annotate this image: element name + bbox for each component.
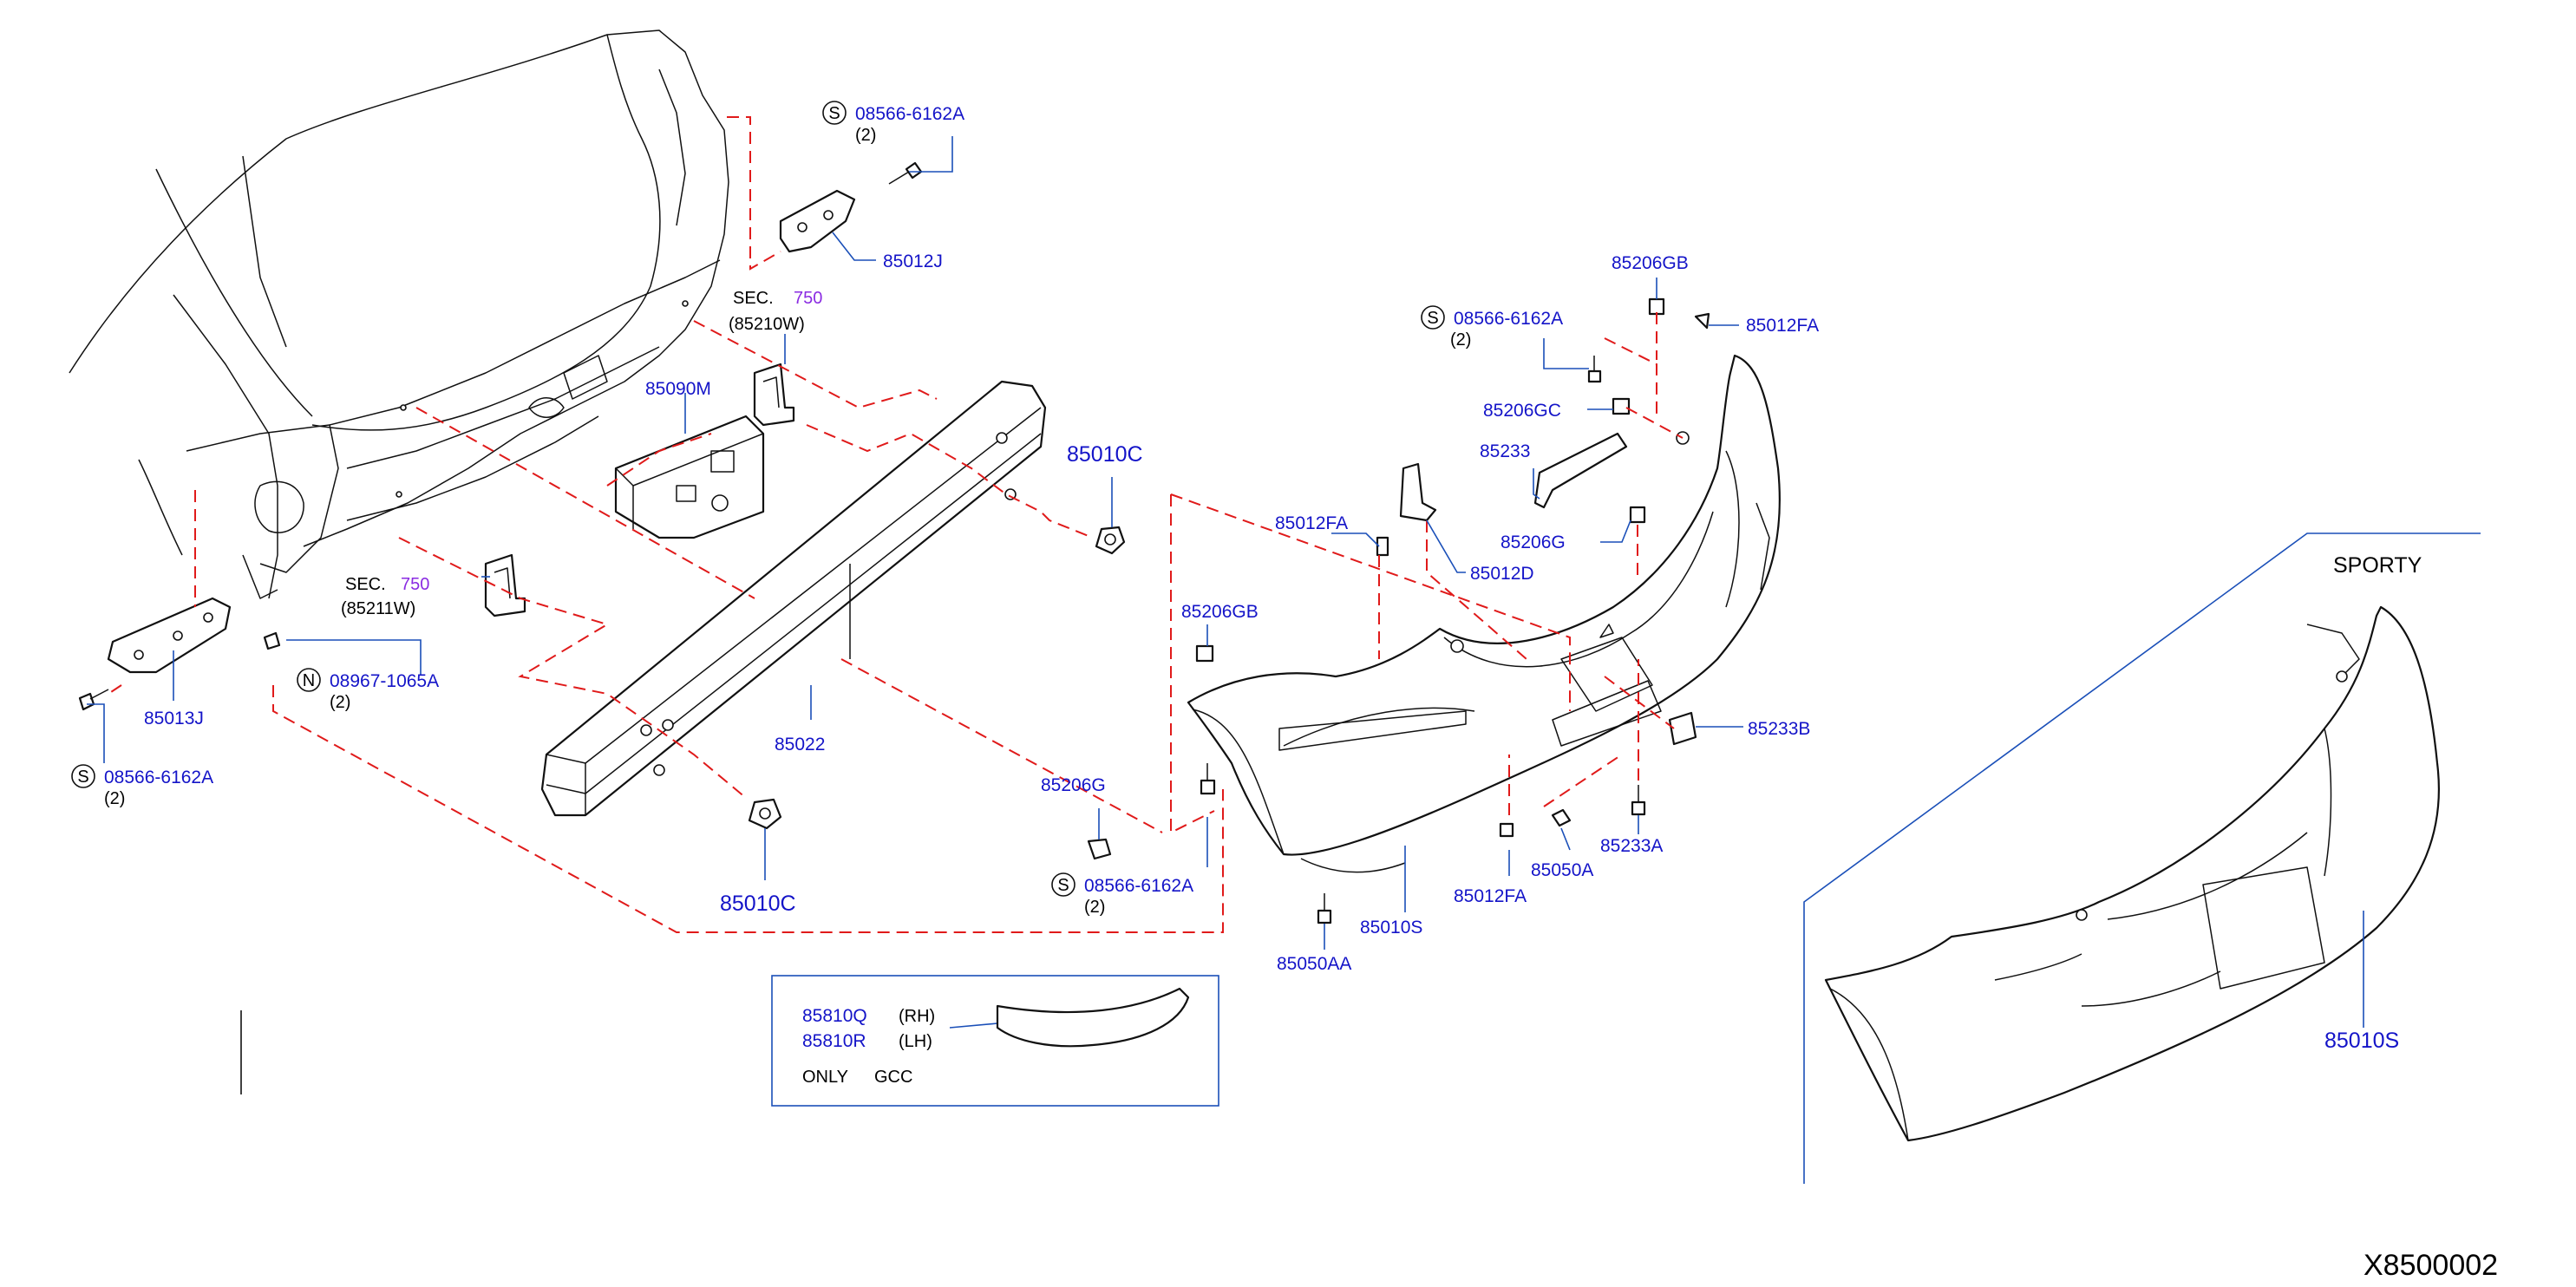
callout-85010c-bottom[interactable]: 85010C (720, 892, 796, 916)
lh-part-number[interactable]: 85810R (802, 1031, 866, 1051)
part-number: 85233B (1748, 719, 1810, 739)
part-number: 85050A (1531, 860, 1593, 880)
callout-85012fa-lower[interactable]: 85012FA (1454, 886, 1527, 906)
part-number: 85012J (883, 252, 943, 271)
callout-symbol: N (303, 671, 315, 690)
assembly-dashed-lines (108, 116, 1684, 933)
rear-body-shell (69, 29, 729, 599)
callout-85090m[interactable]: 85090M (645, 379, 711, 399)
bracket-85210w (753, 363, 795, 427)
quantity: (2) (1450, 330, 1471, 350)
callout-85206g-left[interactable]: 85206G (1041, 775, 1106, 795)
callout-85022[interactable]: 85022 (775, 735, 825, 755)
part-number: 85206GC (1483, 401, 1561, 421)
part-number: 85206G (1500, 532, 1566, 552)
callout-85206gb-left[interactable]: 85206GB (1181, 602, 1259, 622)
part-number: 85206GB (1612, 253, 1689, 273)
quantity: (2) (104, 789, 125, 808)
section-label: SEC. (345, 575, 386, 594)
part-number: 85233A (1600, 836, 1663, 856)
section-label: SEC. (733, 289, 774, 308)
callout-85206gb-right[interactable]: 85206GB (1612, 253, 1689, 273)
garnish-strip (996, 987, 1190, 1048)
part-number: 85012FA (1454, 886, 1527, 906)
callout-08566-6162a-left[interactable]: S 08566-6162A (2) (71, 764, 213, 808)
part-number: 85012FA (1275, 513, 1348, 533)
callout-85010s[interactable]: 85010S (1360, 918, 1422, 937)
part-number: 85012D (1470, 564, 1534, 584)
callout-85012fa-upper[interactable]: 85012FA (1275, 513, 1348, 533)
sporty-bumper-fascia (1824, 605, 2441, 1142)
part-number: 08967-1065A (330, 671, 439, 691)
callout-sec750-85210w[interactable]: SEC. 750 (85210W) (729, 289, 822, 334)
diagram-code: X8500002 (2364, 1249, 2498, 1282)
callout-symbol: S (828, 104, 840, 123)
side-bracket-85012j (779, 189, 856, 253)
callout-85013j[interactable]: 85013J (144, 709, 204, 728)
part-number: 85010S (1360, 918, 1422, 937)
callout-85233b[interactable]: 85233B (1748, 719, 1810, 739)
part-number: 08566-6162A (855, 104, 964, 124)
callout-symbol: S (1427, 309, 1438, 328)
rh-part-number[interactable]: 85810Q (802, 1006, 867, 1026)
part-number: 08566-6162A (1084, 876, 1193, 896)
callout-symbol: S (77, 768, 88, 787)
callout-85233a[interactable]: 85233A (1600, 836, 1663, 856)
part-number: 85010C (720, 892, 796, 916)
part-number: 85206G (1041, 775, 1106, 795)
quantity: (2) (1084, 898, 1105, 917)
callout-85012fa-right[interactable]: 85012FA (1746, 316, 1819, 336)
bumper-reinforcement (540, 380, 1047, 817)
callout-85206g-right[interactable]: 85206G (1500, 532, 1566, 552)
sporty-section-divider (1803, 532, 2481, 1184)
callout-85050a[interactable]: 85050A (1531, 860, 1593, 880)
part-number: 85010S (2324, 1029, 2399, 1053)
callout-85050aa[interactable]: 85050AA (1277, 954, 1351, 974)
part-number: 85013J (144, 709, 204, 728)
section-number: 750 (794, 289, 822, 308)
only-note: ONLY (802, 1068, 848, 1087)
part-number: 08566-6162A (104, 768, 213, 787)
gcc-only-box: 85810Q (RH) 85810R (LH) ONLY GCC (771, 975, 1219, 1107)
callout-08566-6162a-right[interactable]: S 08566-6162A (2) (1421, 305, 1563, 350)
quantity: (2) (330, 693, 350, 712)
callout-sporty-85010s[interactable]: 85010S (2324, 1029, 2399, 1053)
callout-08566-6162a-top[interactable]: S 08566-6162A (2) (822, 101, 964, 145)
callout-85206gc[interactable]: 85206GC (1483, 401, 1561, 421)
section-ref: (85210W) (729, 315, 805, 334)
bumper-fascia (1187, 354, 1782, 873)
part-number: 85012FA (1746, 316, 1819, 336)
rh-side: (RH) (899, 1007, 935, 1026)
gcc-note: GCC (874, 1068, 912, 1087)
lh-side: (LH) (899, 1032, 932, 1051)
quantity: (2) (855, 126, 876, 145)
part-number: 85010C (1067, 442, 1143, 467)
sporty-label: SPORTY (2333, 553, 2422, 578)
callout-85010c-top[interactable]: 85010C (1067, 442, 1143, 467)
bracket-85211w (484, 553, 526, 617)
part-number: 85233 (1480, 441, 1530, 461)
part-number: 08566-6162A (1454, 309, 1563, 329)
callout-08967-1065a[interactable]: N 08967-1065A (2) (297, 668, 439, 712)
section-number: 750 (401, 575, 429, 594)
callout-sec750-85211w[interactable]: SEC. 750 (85211W) (341, 575, 429, 618)
part-number: 85206GB (1181, 602, 1259, 622)
part-number: 85090M (645, 379, 711, 399)
section-ref: (85211W) (341, 599, 415, 618)
callout-85012d[interactable]: 85012D (1470, 564, 1534, 584)
callout-symbol: S (1057, 876, 1069, 895)
energy-absorber (614, 415, 765, 539)
part-number: 85050AA (1277, 954, 1351, 974)
leader-lines (87, 136, 1743, 950)
callout-85233[interactable]: 85233 (1480, 441, 1530, 461)
part-number: 85022 (775, 735, 825, 755)
side-bracket-85013j (107, 597, 232, 674)
callout-85012j[interactable]: 85012J (883, 252, 943, 271)
callout-08566-6162a-middle[interactable]: S 08566-6162A (2) (1051, 872, 1193, 917)
